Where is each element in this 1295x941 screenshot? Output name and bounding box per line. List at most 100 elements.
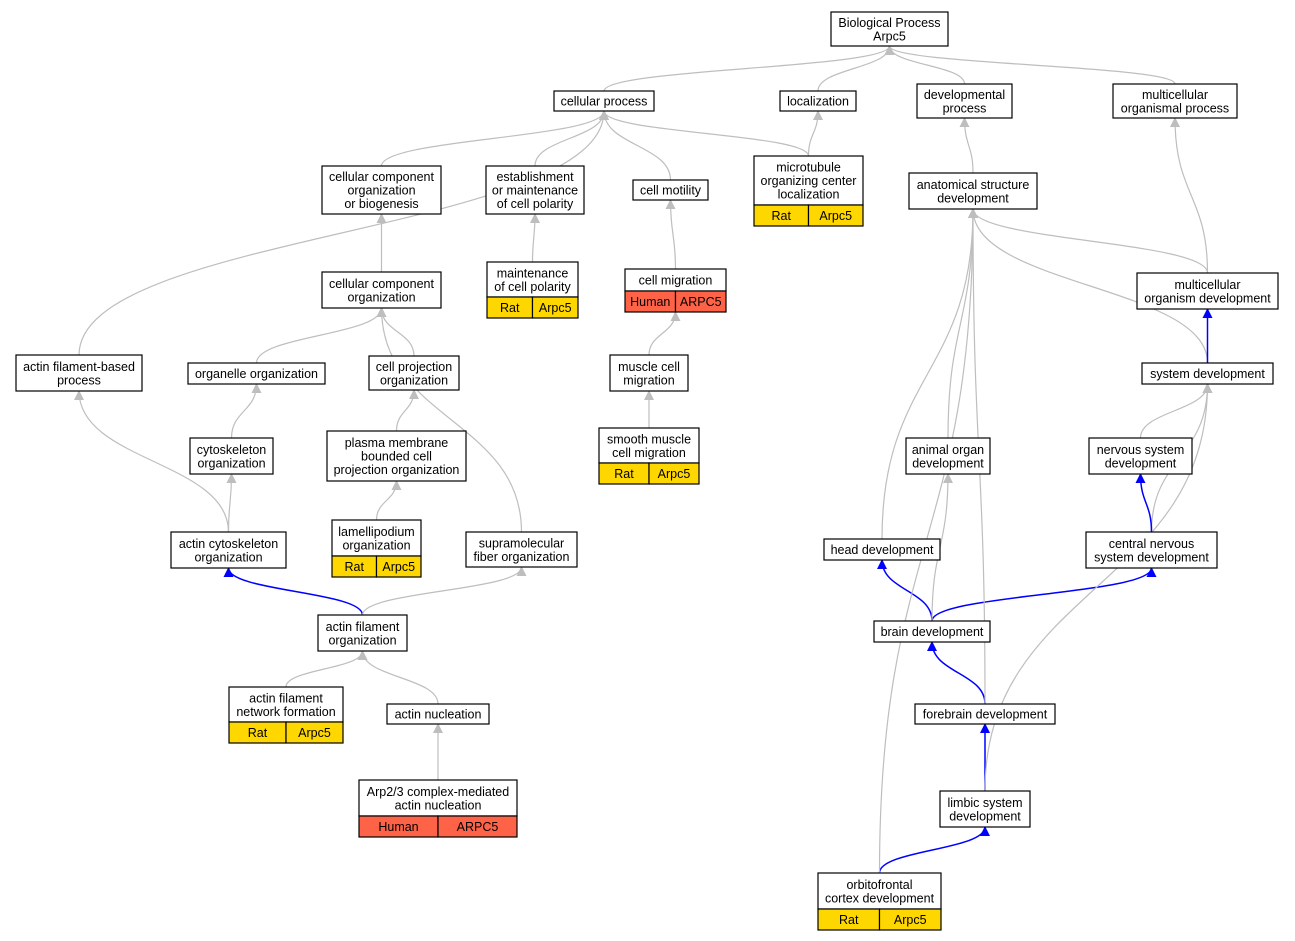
gene-label: Arpc5	[539, 301, 572, 315]
edge-braindev-to-headdev	[877, 559, 933, 622]
node-box	[609, 354, 689, 392]
node-box	[331, 519, 422, 557]
edge-cnsd-to-nsd	[1135, 473, 1153, 533]
node-actnuc[interactable]: actin nucleation	[386, 703, 490, 725]
node-braindev[interactable]: brain development	[873, 620, 991, 643]
node-label-line: system development	[1150, 367, 1265, 381]
node-cellular_process[interactable]: cellular process	[553, 90, 655, 112]
node-box	[486, 261, 579, 298]
node-box	[817, 872, 942, 910]
node-label-line: actin filament	[326, 620, 400, 634]
gene-cell	[807, 204, 864, 227]
node-forebrain[interactable]: forebrain development	[914, 703, 1056, 725]
edge-braindev-to-cnsd	[931, 567, 1157, 622]
edge-cellular_process-to-bp	[603, 45, 895, 92]
node-label-line: bounded cell	[361, 450, 432, 464]
node-box	[1085, 531, 1218, 569]
node-label-line: projection organization	[334, 463, 460, 477]
node-cell_motility[interactable]: cell motility	[632, 179, 709, 201]
edge-mcm-to-cell_migration	[648, 311, 681, 356]
edge-pmbcpo-to-cpo	[395, 389, 419, 432]
node-label-line: lamellipodium	[338, 525, 414, 539]
node-box	[170, 531, 287, 569]
node-label-line: animal organ	[912, 443, 984, 457]
node-box	[598, 427, 700, 464]
node-box	[823, 538, 941, 561]
edge-ccob-to-cellular_process	[380, 110, 609, 167]
node-box	[830, 11, 949, 47]
node-label-line: cellular component	[329, 277, 434, 291]
node-organelle_org[interactable]: organelle organization	[187, 362, 326, 385]
node-label-line: development	[912, 456, 984, 470]
gene-label: ARPC5	[457, 820, 499, 834]
edge-mod-to-asd	[968, 208, 1209, 274]
node-box	[386, 703, 490, 725]
node-label-line: forebrain development	[923, 708, 1048, 722]
edge-sysdev-to-asd	[968, 208, 1209, 364]
edge-ofc-to-limbic	[878, 826, 990, 874]
edge-actnuc-to-afo	[357, 650, 439, 705]
node-box	[317, 614, 408, 652]
node-sysdev[interactable]: system development	[1141, 362, 1274, 385]
edge-afnf-to-afo	[285, 650, 368, 688]
node-box	[914, 703, 1056, 725]
node-box	[939, 790, 1031, 828]
node-label-line: development	[949, 809, 1021, 823]
edge-multicellular_organismal_process-to-bp	[884, 45, 1176, 85]
gene-cell	[878, 908, 942, 931]
gene-cell	[674, 290, 727, 313]
node-label-line: fiber organization	[474, 550, 570, 564]
gene-label: Arpc5	[298, 726, 331, 740]
node-label-line: or maintenance	[492, 184, 578, 198]
node-box	[189, 437, 274, 475]
node-label-line: cell projection	[376, 360, 452, 374]
node-box	[632, 179, 709, 201]
node-label-line: cytoskeleton	[197, 443, 267, 457]
edge-mod-to-multicellular_organismal_process	[1170, 117, 1209, 274]
edge-cpo-to-cco	[376, 307, 415, 357]
edge-sfo-to-cco	[376, 307, 523, 533]
gene-label: Arpc5	[819, 209, 852, 223]
node-label-line: orbitofrontal	[846, 878, 912, 892]
edge-cell_migration-to-cell_motility	[665, 199, 677, 270]
edge-aod-to-asd	[947, 208, 978, 439]
node-label-line: organismal process	[1121, 101, 1229, 115]
node-box	[908, 172, 1038, 210]
node-box	[321, 165, 442, 215]
gene-label: ARPC5	[680, 295, 722, 309]
node-label-line: actin filament	[249, 691, 323, 705]
node-box	[326, 430, 467, 482]
node-label-line: localization	[778, 188, 840, 202]
node-headdev[interactable]: head development	[823, 538, 941, 561]
node-localization[interactable]: localization	[779, 90, 857, 112]
